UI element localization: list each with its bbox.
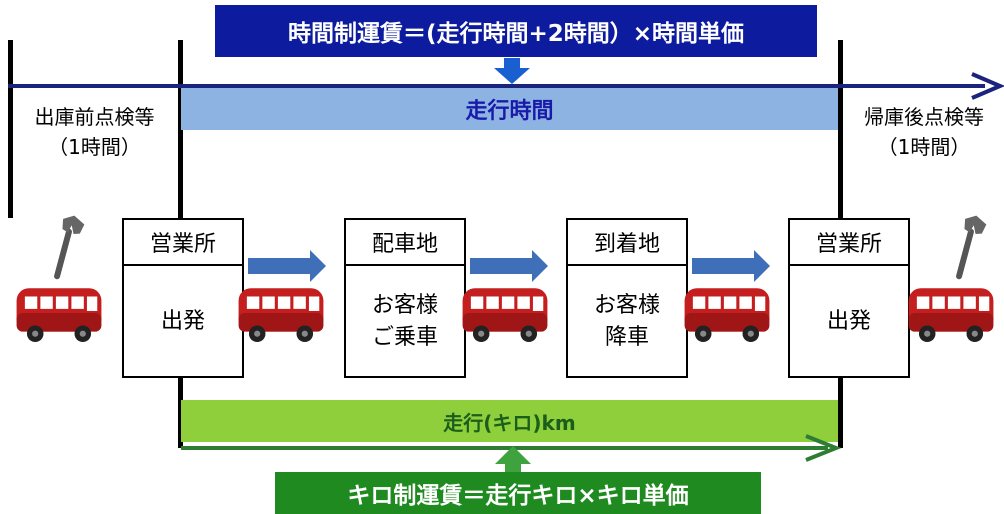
pre-departure-check-label: 出庫前点検等 （1時間） (34, 105, 155, 159)
post-return-check-label: 帰庫後点検等 （1時間） (864, 105, 984, 159)
box-text-line2: ご乗車 (371, 325, 438, 350)
driving-time-label: 走行時間 (465, 99, 554, 124)
driving-time-band: 走行時間 (181, 88, 838, 130)
bus-icon (684, 288, 770, 342)
driving-distance-band: 走行(キロ)km (181, 400, 838, 442)
time-axis-arrowhead (971, 72, 1004, 100)
box-header: 営業所 (124, 220, 242, 266)
box-text-line1: 出発 (826, 309, 871, 334)
process-box-office-end: 営業所 出発 (788, 218, 910, 378)
process-box-arrival: 到着地 お客様 降車 (566, 218, 688, 378)
process-box-office-start: 営業所 出発 (122, 218, 244, 378)
box-text-line1: 出発 (160, 309, 205, 334)
bus-icon (238, 288, 324, 342)
box-text-line2: 降車 (604, 325, 649, 350)
title-callout-arrow (494, 58, 530, 84)
bus-icon (462, 288, 548, 342)
box-text-line1: お客様 (371, 293, 438, 318)
driving-distance-label: 走行(キロ)km (443, 410, 576, 435)
distance-fare-formula: キロ制運賃＝走行キロ×キロ単価 (275, 472, 761, 514)
box-text-line1: お客様 (593, 293, 660, 318)
box-header: 営業所 (790, 220, 908, 266)
wrench-icon (53, 214, 86, 280)
right-arrow-icon (470, 250, 548, 282)
left-boundary-line (8, 40, 13, 218)
process-box-pickup: 配車地 お客様 ご乗車 (344, 218, 466, 378)
box-header: 到着地 (568, 220, 686, 266)
wrench-icon (955, 214, 988, 280)
distance-axis-arrowhead (805, 434, 842, 462)
bus-icon (908, 288, 994, 342)
right-arrow-icon (248, 250, 326, 282)
time-fare-formula: 時間制運賃＝(走行時間+2時間）×時間単価 (215, 5, 817, 57)
right-arrow-icon (692, 250, 770, 282)
bus-icon (16, 288, 102, 342)
box-header: 配車地 (346, 220, 464, 266)
